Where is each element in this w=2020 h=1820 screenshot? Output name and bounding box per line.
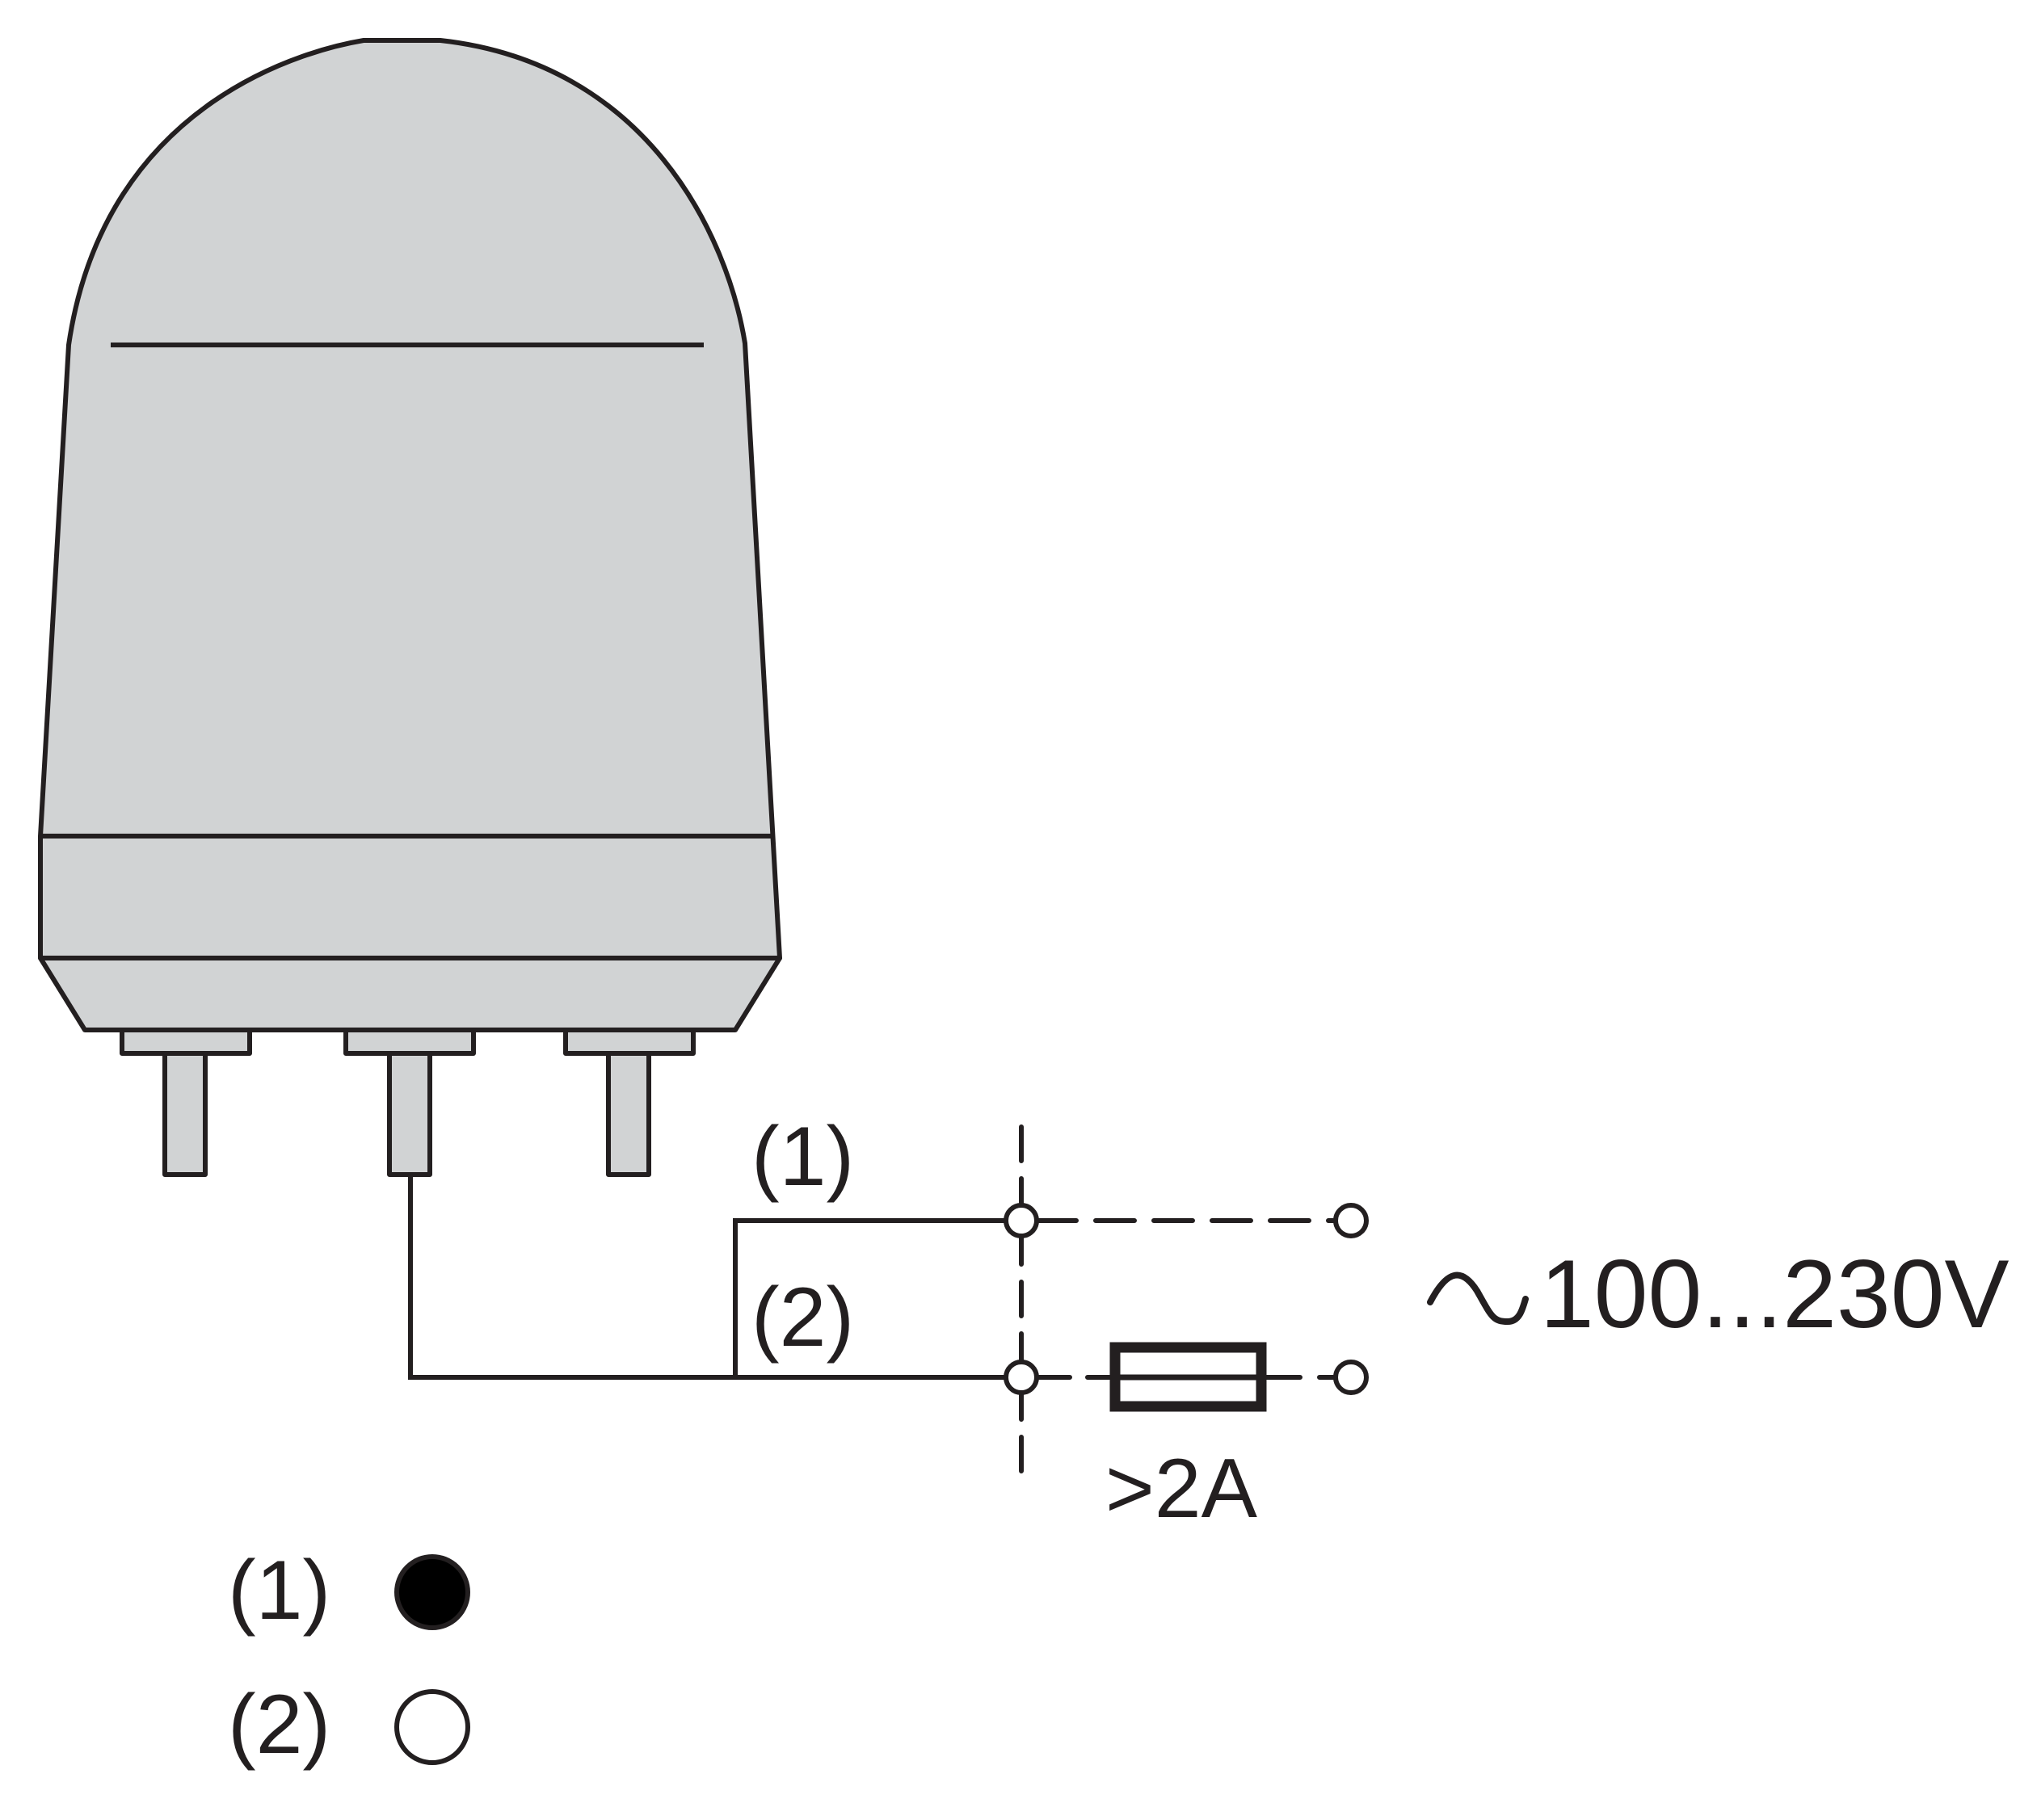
wire-label-1: (1): [751, 1110, 854, 1204]
terminal-pin-right: [606, 1051, 651, 1177]
beacon-base-bevel: [38, 956, 782, 1032]
wire-label-2: (2): [751, 1271, 854, 1364]
supply-voltage-label: 100...230V: [1540, 1240, 2009, 1348]
beacon-unit: [38, 38, 782, 1177]
terminal-plate-right: [563, 1028, 696, 1056]
legend-label-2: (2): [228, 1678, 330, 1772]
junction-terminal-upper: [1004, 1203, 1039, 1238]
fuse-rating-label: >2A: [1105, 1442, 1258, 1536]
legend-filled-circle-icon: [394, 1554, 470, 1630]
wiring: [408, 1124, 1369, 1474]
wire-upper: [733, 1218, 1009, 1380]
ac-wave-icon: [1427, 1271, 1529, 1326]
fuse-symbol: [1109, 1342, 1267, 1412]
junction-terminal-lower: [1004, 1360, 1039, 1395]
supply-terminal-lower: [1333, 1360, 1369, 1395]
legend: (1) (2): [228, 1544, 470, 1772]
terminal-pin-center: [387, 1051, 432, 1177]
legend-open-circle-icon: [394, 1689, 470, 1765]
terminal-plate-center: [343, 1028, 476, 1056]
beacon-dome: [38, 38, 782, 960]
supply-terminal-upper: [1333, 1203, 1369, 1238]
terminal-pin-left: [162, 1051, 208, 1177]
wire-center-pin: [408, 1172, 1009, 1380]
legend-label-1: (1): [228, 1544, 330, 1637]
terminal-plate-left: [120, 1028, 252, 1056]
